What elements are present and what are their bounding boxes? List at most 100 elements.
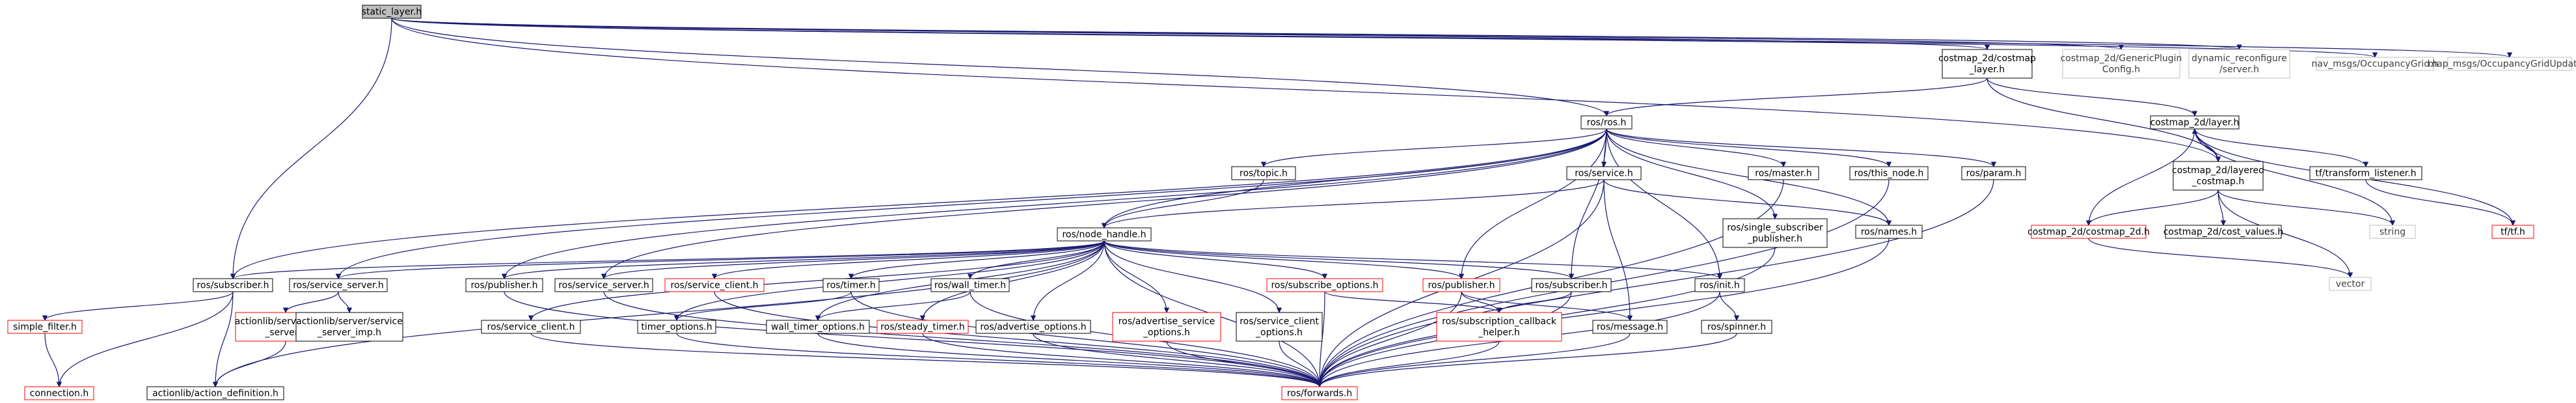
- node-timer-options[interactable]: timer_options.h: [637, 320, 716, 334]
- node-box: [2165, 225, 2282, 239]
- edge-layered-to-costmap_2d: [2085, 189, 2219, 226]
- node-param[interactable]: ros/param.h: [1961, 166, 2026, 180]
- edge-wall_timer_options-to-forwards: [817, 333, 1323, 387]
- node-adv-opts[interactable]: ros/advertise_options.h: [975, 320, 1091, 334]
- node-static-layer[interactable]: static_layer.h: [362, 5, 422, 19]
- node-label: ros/subscriber.h: [1535, 281, 1607, 291]
- node-label: static_layer.h: [362, 7, 422, 18]
- node-label: /server.h: [2219, 64, 2259, 75]
- edge-service-to-message: [1603, 179, 1633, 321]
- node-box: [637, 320, 716, 334]
- node-layered[interactable]: costmap_2d/layered_costmap.h: [2172, 161, 2264, 191]
- node-costmap-2d[interactable]: costmap_2d/costmap_2d.h: [2027, 225, 2150, 239]
- node-box: [1531, 278, 1612, 292]
- node-costmap-layer[interactable]: costmap_2d/costmap_layer.h: [1938, 49, 2036, 79]
- edge-ros-to-names: [1606, 128, 1892, 226]
- node-ros[interactable]: ros/ros.h: [1580, 115, 1633, 130]
- node-topic[interactable]: ros/topic.h: [1231, 166, 1296, 180]
- node-vector[interactable]: vector: [2329, 277, 2372, 291]
- node-box: [1236, 312, 1323, 342]
- node-dyn-reconf[interactable]: dynamic_reconfigure/server.h: [2188, 49, 2290, 79]
- node-tf-listener[interactable]: tf/transform_listener.h: [2309, 166, 2422, 180]
- node-spinner[interactable]: ros/spinner.h: [1701, 320, 1772, 334]
- node-box: [1942, 49, 2033, 79]
- node-box: [295, 312, 403, 342]
- edge-init-to-spinner: [1719, 291, 1740, 321]
- node-subscriber-msg[interactable]: ros/subscriber.h: [193, 278, 273, 292]
- edge-publisher_b-to-forwards: [1316, 291, 1462, 387]
- node-master[interactable]: ros/master.h: [1748, 166, 1819, 180]
- node-service-server2[interactable]: ros/service_server.h: [554, 278, 653, 292]
- edge-publisher_b-to-message: [1461, 291, 1633, 321]
- node-label: connection.h: [30, 389, 88, 399]
- node-service-client2[interactable]: ros/service_client.h: [481, 320, 581, 334]
- node-label: map_msgs/OccupancyGridUpdate.h: [2428, 59, 2576, 70]
- node-names[interactable]: ros/names.h: [1855, 225, 1923, 239]
- node-box: [1748, 166, 1819, 180]
- node-box: [664, 278, 765, 292]
- node-service-client[interactable]: ros/service_client.h: [664, 278, 765, 292]
- node-wall-timer[interactable]: ros/wall_timer.h: [930, 278, 1010, 292]
- edge-service_server-to-action_server: [282, 291, 339, 313]
- edge-param-to-forwards: [1316, 179, 1994, 387]
- node-timer[interactable]: ros/timer.h: [822, 278, 880, 292]
- node-nav-occ[interactable]: nav_msgs/OccupancyGrid.h: [2312, 57, 2439, 71]
- node-label: costmap_2d/costmap_2d.h: [2027, 227, 2150, 238]
- node-init[interactable]: ros/init.h: [1694, 278, 1745, 292]
- edge-sub_opts-to-sub_callback_helper: [1324, 291, 1502, 313]
- node-label: actionlib/server/service: [296, 316, 403, 327]
- node-label: ros/timer.h: [826, 281, 875, 291]
- node-action-definition[interactable]: actionlib/action_definition.h: [146, 386, 284, 400]
- node-sub-callback-helper[interactable]: ros/subscription_callback_helper.h: [1436, 312, 1562, 342]
- node-this-node[interactable]: ros/this_node.h: [1849, 166, 1929, 180]
- node-label: ros/publisher.h: [470, 281, 537, 291]
- node-single-sub-pub[interactable]: ros/single_subscriber_publisher.h: [1722, 218, 1828, 248]
- node-subscriber-b[interactable]: ros/subscriber.h: [1531, 278, 1612, 292]
- node-service-server-imp[interactable]: actionlib/server/service_server_imp.h: [295, 312, 403, 342]
- node-tf-h[interactable]: tf/tf.h: [2491, 225, 2534, 239]
- edge-subscriber_msg-to-simple_filter: [42, 291, 234, 321]
- node-label: ros/advertise_service: [1119, 316, 1215, 327]
- edge-node_handle-to-publisher_b: [1104, 240, 1465, 279]
- edge-static_layer-to-ros: [391, 18, 1610, 117]
- node-box: [1961, 166, 2026, 180]
- node-box: [481, 320, 581, 334]
- node-box: [2062, 49, 2180, 79]
- node-label: _options.h: [1143, 327, 1190, 338]
- edge-tf_listener-to-tf_h: [2365, 179, 2516, 226]
- node-adv-service-opts[interactable]: ros/advertise_service_options.h: [1112, 312, 1221, 342]
- node-string[interactable]: string: [2369, 225, 2416, 239]
- node-forwards[interactable]: ros/forwards.h: [1281, 386, 1358, 400]
- edge-ros-to-param: [1606, 128, 1997, 167]
- edge-node_handle-to-init: [1104, 240, 1722, 279]
- node-node-handle[interactable]: ros/node_handle.h: [1057, 227, 1152, 242]
- node-connection[interactable]: connection.h: [24, 386, 94, 400]
- node-layer[interactable]: costmap_2d/layer.h: [2150, 115, 2240, 130]
- node-box: [975, 320, 1091, 334]
- node-wall-timer-options[interactable]: wall_timer_options.h: [766, 320, 870, 334]
- edge-timer_options-to-forwards: [676, 333, 1323, 387]
- node-layer: static_layer.h costmap_2d/costmap_layer.h…: [7, 5, 2576, 400]
- node-steady-timer[interactable]: ros/steady_timer.h: [876, 320, 969, 334]
- node-label: actionlib/action_definition.h: [152, 389, 278, 399]
- node-box: [193, 278, 273, 292]
- node-service-client-opts[interactable]: ros/service_client_options.h: [1236, 312, 1323, 342]
- node-sub-opts[interactable]: ros/subscribe_options.h: [1266, 278, 1383, 292]
- node-label: ros/init.h: [1700, 281, 1740, 291]
- node-simple-filter[interactable]: simple_filter.h: [7, 320, 83, 334]
- node-box: [146, 386, 284, 400]
- node-publisher-a[interactable]: ros/publisher.h: [465, 278, 543, 292]
- edge-service_server-to-service_server_imp: [338, 291, 353, 313]
- node-map-occ[interactable]: map_msgs/OccupancyGridUpdate.h: [2428, 57, 2576, 71]
- node-cost-values[interactable]: costmap_2d/cost_values.h: [2163, 225, 2284, 239]
- node-service-server[interactable]: ros/service_server.h: [289, 278, 388, 292]
- node-message[interactable]: ros/message.h: [1592, 320, 1668, 334]
- node-label: ros/service_client: [1240, 316, 1319, 327]
- node-box: [2031, 225, 2147, 239]
- node-label: costmap_2d/GenericPlugin: [2061, 53, 2182, 64]
- node-box: [7, 320, 83, 334]
- node-publisher-b[interactable]: ros/publisher.h: [1422, 278, 1500, 292]
- node-service[interactable]: ros/service.h: [1566, 166, 1642, 180]
- edge-node_handle-to-subscriber_msg: [230, 240, 1105, 279]
